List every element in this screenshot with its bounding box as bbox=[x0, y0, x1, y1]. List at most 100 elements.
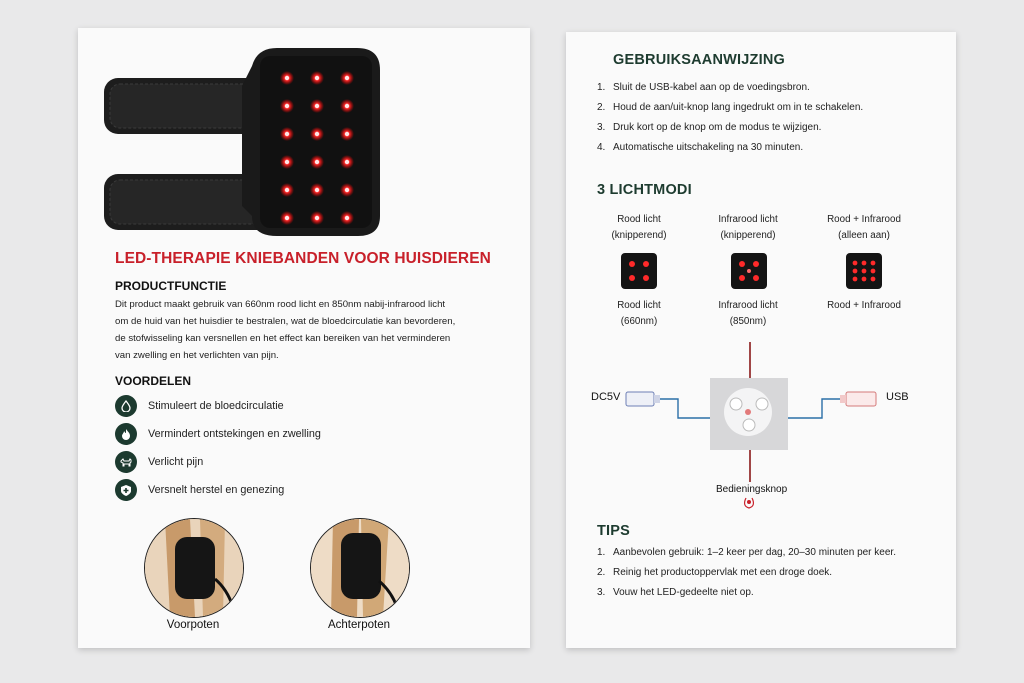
led-dot bbox=[344, 103, 350, 109]
mode-infrared-led-icon bbox=[731, 253, 767, 289]
instructions-list: 1.Sluit de USB-kabel aan op de voedingsb… bbox=[597, 82, 863, 162]
tip-text: Vouw het LED-gedeelte niet op. bbox=[613, 587, 754, 598]
front-leg-image bbox=[144, 518, 244, 618]
step-text: Druk kort op de knop om de modus te wijz… bbox=[613, 122, 822, 133]
led-dot bbox=[344, 131, 350, 137]
mode-combined-spec: Rood + Infrarood bbox=[809, 298, 919, 314]
led-dot bbox=[861, 260, 867, 266]
mode-red-led-icon bbox=[621, 253, 657, 289]
mode-combined-label: Rood + Infrarood (alleen aan) bbox=[809, 212, 919, 244]
mode-wavelength: (850nm) bbox=[729, 316, 767, 327]
back-legs-caption: Achterpoten bbox=[327, 619, 390, 631]
led-dot bbox=[344, 159, 350, 165]
step-text: Automatische uitschakeling na 30 minuten… bbox=[613, 142, 804, 153]
left-page: LED-THERAPIE KNIEBANDEN VOOR HUISDIEREN … bbox=[78, 28, 530, 648]
tips-heading: TIPS bbox=[597, 523, 631, 539]
step-text: Sluit de USB-kabel aan op de voedingsbro… bbox=[613, 82, 810, 93]
led-dot bbox=[852, 268, 858, 274]
led-dot bbox=[870, 260, 876, 266]
mode-wavelength: (660nm) bbox=[620, 316, 658, 327]
led-dot bbox=[739, 275, 745, 281]
shield-plus-icon bbox=[115, 479, 137, 501]
tips-list: 1.Aanbevolen gebruik: 1–2 keer per dag, … bbox=[597, 547, 896, 607]
product-function-heading: PRODUCTFUNCTIE bbox=[115, 279, 227, 293]
dc5v-label: DC5V bbox=[591, 391, 621, 403]
led-dot bbox=[747, 269, 751, 273]
list-item: 4.Automatische uitschakeling na 30 minut… bbox=[597, 142, 863, 162]
advantage-item: Verlicht pijn bbox=[115, 450, 203, 474]
led-dot bbox=[861, 276, 867, 282]
led-dot bbox=[284, 103, 290, 109]
flame-icon bbox=[115, 423, 137, 445]
led-dot bbox=[284, 215, 290, 221]
advantage-item: Versnelt herstel en genezing bbox=[115, 478, 284, 502]
advantages-heading: VOORDELEN bbox=[115, 374, 192, 388]
led-dot bbox=[753, 275, 759, 281]
description-line: van zwelling en het verlichten van pijn. bbox=[115, 350, 279, 361]
led-dot bbox=[852, 276, 858, 282]
led-dot bbox=[852, 260, 858, 266]
front-legs-caption: Voorpoten bbox=[166, 619, 220, 631]
drop-icon bbox=[115, 395, 137, 417]
advantage-item: Vermindert ontstekingen en zwelling bbox=[115, 422, 321, 446]
led-dot bbox=[861, 268, 867, 274]
description-line: Dit product maakt gebruik van 660nm rood… bbox=[115, 299, 446, 310]
led-dot bbox=[643, 275, 649, 281]
knee-brace-image bbox=[104, 48, 380, 236]
description-line: om de huid van het huisdier te bestralen… bbox=[115, 316, 456, 327]
list-item: 2.Houd de aan/uit-knop lang ingedrukt om… bbox=[597, 102, 863, 122]
led-dot bbox=[284, 131, 290, 137]
led-dot bbox=[344, 187, 350, 193]
mode-infrared-spec: Infrarood licht (850nm) bbox=[693, 298, 803, 330]
advantage-text: Vermindert ontstekingen en zwelling bbox=[148, 428, 321, 440]
led-dot bbox=[314, 75, 320, 81]
tip-text: Reinig het productoppervlak met een drog… bbox=[613, 567, 833, 578]
advantage-text: Stimuleert de bloedcirculatie bbox=[148, 400, 284, 412]
mode-infrared-label: Infrarood licht (knipperend) bbox=[693, 212, 803, 244]
control-button-label: Bedieningsknop bbox=[716, 484, 788, 495]
right-page: GEBRUIKSAANWIJZING 1.Sluit de USB-kabel … bbox=[566, 32, 956, 648]
list-item: 3.Druk kort op de knop om de modus te wi… bbox=[597, 122, 863, 142]
product-description: Dit product maakt gebruik van 660nm rood… bbox=[115, 296, 490, 364]
led-dot bbox=[314, 131, 320, 137]
dog-icon bbox=[115, 451, 137, 473]
product-title: LED-THERAPIE KNIEBANDEN VOOR HUISDIEREN bbox=[115, 250, 491, 267]
led-dot bbox=[344, 215, 350, 221]
mode-name: Rood + Infrarood bbox=[827, 214, 901, 225]
description-line: de stofwisseling kan versnellen en het e… bbox=[115, 333, 451, 344]
led-dot bbox=[284, 187, 290, 193]
mode-spec-name: Rood + Infrarood bbox=[827, 300, 901, 311]
led-dot bbox=[344, 75, 350, 81]
advantage-item: Stimuleert de bloedcirculatie bbox=[115, 394, 284, 418]
led-dot bbox=[314, 159, 320, 165]
advantage-text: Versnelt herstel en genezing bbox=[148, 484, 285, 496]
instructions-heading: GEBRUIKSAANWIJZING bbox=[613, 52, 785, 68]
connection-diagram bbox=[625, 342, 877, 509]
led-dot bbox=[629, 261, 635, 267]
list-item: 1.Aanbevolen gebruik: 1–2 keer per dag, … bbox=[597, 547, 896, 567]
mode-name: Infrarood licht bbox=[718, 214, 778, 225]
mode-state: (alleen aan) bbox=[838, 230, 890, 241]
mode-spec-name: Rood licht bbox=[617, 300, 661, 311]
mode-combined-led-icon bbox=[846, 253, 882, 289]
led-dot bbox=[870, 276, 876, 282]
led-dot bbox=[870, 268, 876, 274]
advantage-text: Verlicht pijn bbox=[148, 456, 204, 468]
mode-state: (knipperend) bbox=[611, 230, 667, 241]
led-dot bbox=[643, 261, 649, 267]
led-dot bbox=[284, 159, 290, 165]
light-modes-heading: 3 LICHTMODI bbox=[597, 182, 692, 198]
led-dot bbox=[739, 261, 745, 267]
tip-text: Aanbevolen gebruik: 1–2 keer per dag, 20… bbox=[613, 547, 896, 558]
mode-name: Rood licht bbox=[617, 214, 661, 225]
mode-red-label: Rood licht (knipperend) bbox=[584, 212, 694, 244]
led-dot bbox=[284, 75, 290, 81]
led-dot bbox=[314, 103, 320, 109]
list-item: 1.Sluit de USB-kabel aan op de voedingsb… bbox=[597, 82, 863, 102]
step-text: Houd de aan/uit-knop lang ingedrukt om i… bbox=[613, 102, 864, 113]
led-dot bbox=[629, 275, 635, 281]
list-item: 2.Reinig het productoppervlak met een dr… bbox=[597, 567, 896, 587]
mode-spec-name: Infrarood licht bbox=[718, 300, 778, 311]
mode-red-spec: Rood licht (660nm) bbox=[584, 298, 694, 330]
usb-label: USB bbox=[886, 391, 909, 403]
